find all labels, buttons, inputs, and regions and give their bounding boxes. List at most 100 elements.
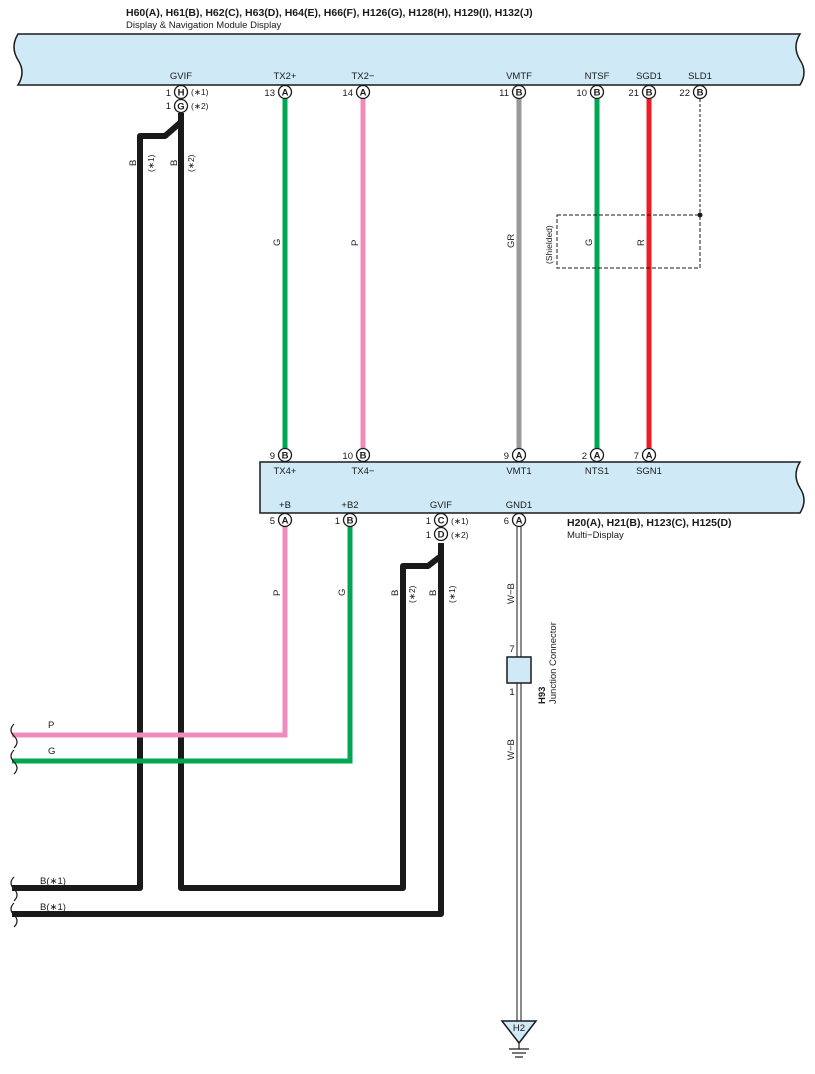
pin-circle-gvif-h bbox=[173, 84, 189, 100]
wire-label-ntsf: G bbox=[584, 239, 595, 246]
pin-circle-plus-b bbox=[277, 512, 293, 528]
junction-connector-box bbox=[506, 656, 532, 684]
pin-label-sgd1: SGD1 bbox=[636, 71, 662, 82]
wire-note-gvif-b2: (∗2) bbox=[407, 585, 417, 603]
pin-note-gvif-c: (∗1) bbox=[451, 516, 469, 526]
pin-circle-tx4m bbox=[355, 447, 371, 463]
pin-circle-nts1 bbox=[589, 447, 605, 463]
left-end-b1-b bbox=[10, 902, 18, 928]
junction-pin-bottom: 1 bbox=[509, 687, 514, 698]
pin-conn-gvif-h: H bbox=[178, 88, 185, 99]
pin-label-nts1: NTS1 bbox=[585, 466, 609, 477]
wire-gvif-b1 bbox=[12, 113, 184, 891]
ground-triangle bbox=[500, 1020, 538, 1045]
pin-circle-vmt1 bbox=[511, 447, 527, 463]
mid-component-name: Multi−Display bbox=[567, 530, 624, 541]
pin-circle-tx4p bbox=[277, 447, 293, 463]
pin-num-gvif-d: 1 bbox=[426, 530, 431, 541]
pin-num-plus-b: 5 bbox=[270, 516, 275, 527]
pin-num-vmtf: 11 bbox=[499, 88, 509, 99]
pin-num-ntsf: 10 bbox=[576, 88, 587, 99]
wire-note-gvif-b1: (∗1) bbox=[447, 585, 457, 603]
shield-junction-dot bbox=[697, 212, 703, 218]
pin-circle-sld1 bbox=[692, 84, 708, 100]
pin-num-nts1: 2 bbox=[582, 451, 587, 462]
top-connector-list: H60(A), H61(B), H62(C), H63(D), H64(E), … bbox=[126, 7, 533, 19]
pin-label-tx4p: TX4+ bbox=[274, 466, 297, 477]
pin-conn-plus-b2: B bbox=[347, 516, 354, 527]
pin-num-vmt1: 9 bbox=[504, 451, 509, 462]
pin-num-gnd1: 6 bbox=[504, 516, 509, 527]
left-end-p bbox=[10, 723, 18, 749]
pin-num-sld1: 22 bbox=[679, 88, 690, 99]
pin-circle-vmtf bbox=[511, 84, 527, 100]
pin-conn-tx2m: A bbox=[360, 88, 367, 99]
pin-label-sgn1: SGN1 bbox=[636, 466, 662, 477]
pin-label-tx2m: TX2− bbox=[352, 71, 375, 82]
pin-circle-gnd1 bbox=[511, 512, 527, 528]
left-end-label-g: G bbox=[48, 746, 55, 757]
wire-label-tx2p: G bbox=[272, 239, 283, 246]
pin-conn-nts1: A bbox=[594, 451, 601, 462]
pin-label-tx2p: TX2+ bbox=[274, 71, 297, 82]
pin-label-tx4m: TX4− bbox=[352, 466, 375, 477]
pin-circle-sgd1 bbox=[641, 84, 657, 100]
wire-label-plus-b2: G bbox=[337, 589, 348, 596]
ground-id: H2 bbox=[513, 1023, 525, 1034]
wire-label-sgd1: R bbox=[636, 239, 647, 246]
pin-conn-gvif-g: G bbox=[177, 102, 184, 113]
pin-num-sgd1: 21 bbox=[628, 88, 639, 99]
left-end-label-b1-b: B(∗1) bbox=[40, 902, 66, 913]
pin-num-sgn1: 7 bbox=[634, 451, 639, 462]
pin-num-gvif-g: 1 bbox=[166, 101, 171, 112]
pin-label-sld1: SLD1 bbox=[688, 71, 712, 82]
pin-circle-ntsf bbox=[589, 84, 605, 100]
left-end-b1-a bbox=[10, 876, 18, 902]
pin-label-gvif-top: GVIF bbox=[170, 71, 192, 82]
pin-conn-tx2p: A bbox=[282, 88, 289, 99]
pin-num-tx2p: 13 bbox=[264, 88, 275, 99]
junction-pin-top: 7 bbox=[509, 644, 514, 655]
wire-label-plus-b: P bbox=[272, 590, 283, 596]
left-end-label-p: P bbox=[48, 720, 54, 731]
pin-conn-gvif-c: C bbox=[438, 516, 445, 527]
pin-conn-sgn1: A bbox=[646, 451, 653, 462]
wire-label-tx2m: P bbox=[350, 240, 361, 246]
pin-conn-vmtf: B bbox=[516, 88, 523, 99]
pin-conn-gnd1: A bbox=[516, 516, 523, 527]
pin-conn-vmt1: A bbox=[516, 451, 523, 462]
pin-conn-sld1: B bbox=[697, 88, 704, 99]
wire-plus-b2 bbox=[12, 527, 353, 764]
pin-circle-tx2m bbox=[355, 84, 371, 100]
left-end-label-b1-a: B(∗1) bbox=[40, 876, 66, 887]
shielded-label: (Shielded) bbox=[544, 225, 554, 264]
pin-circle-gvif-c bbox=[433, 512, 449, 528]
pin-note-gvif-h: (∗1) bbox=[191, 87, 209, 97]
pin-label-plus-b: +B bbox=[279, 500, 291, 511]
pin-circle-plus-b2 bbox=[342, 512, 358, 528]
pin-conn-gvif-d: D bbox=[438, 530, 445, 541]
mid-connector-list: H20(A), H21(B), H123(C), H125(D) bbox=[567, 517, 732, 529]
wire-label-gvif-b1: B bbox=[428, 590, 439, 596]
pin-num-tx4p: 9 bbox=[270, 451, 275, 462]
wire-label-gvif-b2: B bbox=[390, 590, 401, 596]
pin-circle-tx2p bbox=[277, 84, 293, 100]
top-component-body bbox=[13, 33, 805, 86]
wire-gvif-mid-b1 bbox=[12, 543, 444, 917]
pin-label-plus-b2: +B2 bbox=[341, 500, 358, 511]
pin-conn-plus-b: A bbox=[282, 516, 289, 527]
pin-circle-gvif-d bbox=[433, 526, 449, 542]
junction-id: H93 bbox=[537, 687, 548, 704]
junction-name: Junction Connector bbox=[548, 622, 559, 704]
pin-label-vmtf: VMTF bbox=[506, 71, 532, 82]
pin-conn-sgd1: B bbox=[646, 88, 653, 99]
pin-num-plus-b2: 1 bbox=[335, 516, 340, 527]
pin-num-tx2m: 14 bbox=[342, 88, 353, 99]
pin-num-gvif-h: 1 bbox=[166, 88, 171, 99]
wire-note-b2: (∗2) bbox=[186, 154, 196, 172]
wire-note-b1: (∗1) bbox=[146, 154, 156, 172]
pin-conn-ntsf: B bbox=[594, 88, 601, 99]
wire-label-b2: B bbox=[169, 160, 180, 166]
pin-num-gvif-c: 1 bbox=[426, 516, 431, 527]
